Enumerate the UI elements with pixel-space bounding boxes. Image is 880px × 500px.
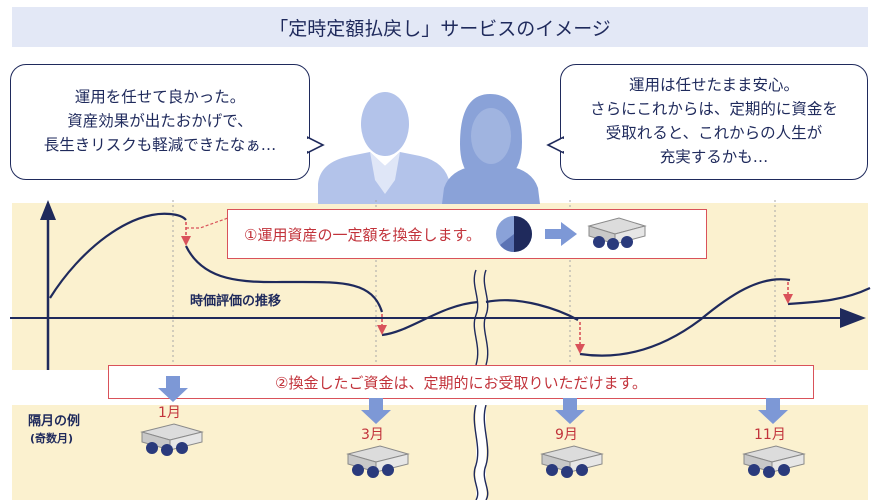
bubble-left-line-2: 資産効果が出たおかげで、 — [67, 112, 253, 130]
bubble-left-line-1: 運用を任せて良かった。 — [74, 88, 246, 106]
down-arrow-icon — [758, 398, 788, 424]
bubble-right-line-2: さらにこれからは、定期的に資金を — [590, 100, 838, 118]
pie-chart-icon — [495, 216, 532, 252]
bubble-left-line-3: 長生きリスクも軽減できたなぁ… — [43, 136, 277, 154]
down-arrow-icon — [158, 376, 188, 402]
schedule-sublabel: (奇数月) — [30, 432, 74, 445]
down-arrow-icon — [361, 398, 391, 424]
bubble-left-tail — [307, 136, 325, 154]
bubble-right-tail — [546, 136, 564, 154]
bubble-right-line-4: 充実するかも… — [659, 148, 769, 166]
page-title: 「定時定額払戻し」サービスのイメージ — [12, 7, 868, 47]
value-chart — [10, 200, 871, 370]
money-stack-icon — [540, 445, 604, 478]
money-stack-icon — [140, 423, 204, 456]
money-stack-icon — [587, 217, 647, 250]
month-label-1: 1月 — [158, 405, 181, 421]
people-silhouette-icon — [318, 92, 540, 204]
bubble-right-line-3: 受取れると、これからの人生が — [605, 124, 823, 142]
month-label-3: 3月 — [361, 427, 384, 443]
schedule-label: 隔月の例 — [28, 414, 81, 429]
step2-text: ②換金したご資金は、定期的にお受取りいただけます。 — [275, 373, 647, 392]
step2-callout: ②換金したご資金は、定期的にお受取りいただけます。 — [108, 365, 814, 399]
month-label-11: 11月 — [754, 427, 786, 443]
page-title-text: 「定時定額払戻し」サービスのイメージ — [269, 17, 611, 40]
month-label-9: 9月 — [555, 427, 578, 443]
bubble-right-line-1: 運用は任せたまま安心。 — [628, 76, 800, 94]
money-stack-icon — [346, 445, 410, 478]
axis-break-icon — [473, 405, 489, 500]
curve-label: 時価評価の推移 — [190, 294, 282, 309]
speech-bubble-right: 運用は任せたまま安心。 さらにこれからは、定期的に資金を 受取れると、これからの… — [560, 64, 868, 180]
speech-bubble-left: 運用を任せて良かった。 資産効果が出たおかげで、 長生きリスクも軽減できたなぁ… — [10, 64, 310, 180]
step1-text: ①運用資産の一定額を換金します。 — [244, 225, 481, 244]
down-arrow-icon — [555, 398, 585, 424]
right-arrow-icon — [544, 222, 577, 246]
step1-callout: ①運用資産の一定額を換金します。 — [227, 209, 707, 259]
money-stack-icon — [742, 445, 806, 478]
